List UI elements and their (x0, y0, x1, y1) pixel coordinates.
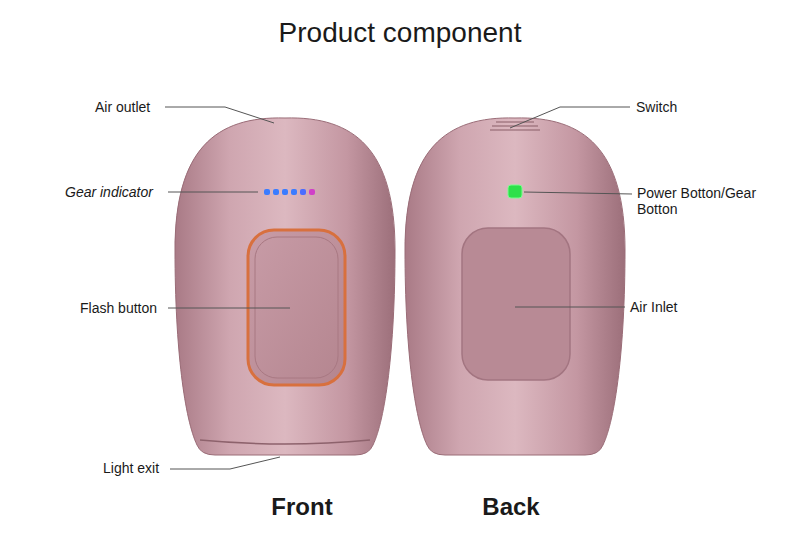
front-device-body (175, 118, 395, 455)
leader-lines (165, 107, 632, 469)
gear-dot (300, 189, 306, 195)
part-label: Power Botton/Gear Botton (637, 185, 777, 217)
leader-line (168, 192, 258, 193)
view-label: Front (271, 492, 332, 522)
leader-line (524, 192, 632, 194)
view-label: Back (482, 492, 539, 522)
part-label: Light exit (103, 459, 159, 477)
gear-dot (282, 189, 288, 195)
vent-line (490, 129, 540, 130)
diagram-title: Product component (279, 16, 522, 50)
leader-line (165, 107, 274, 123)
gear-dot (291, 189, 297, 195)
part-label: Air Inlet (630, 298, 677, 316)
part-label: Flash button (80, 299, 157, 317)
leader-line (515, 307, 625, 308)
part-label: Air outlet (95, 98, 150, 116)
leader-line (510, 107, 630, 128)
gear-dot (273, 189, 279, 195)
back-device-body (405, 118, 625, 455)
leader-line (170, 457, 280, 469)
gear-dot (264, 189, 270, 195)
front-light-exit-rim (200, 440, 370, 444)
part-label: Switch (636, 98, 677, 116)
air-inlet (462, 228, 570, 380)
leader-line (168, 308, 290, 309)
vent-line (496, 121, 534, 122)
gear-dot (309, 189, 315, 195)
part-label: Gear indicator (65, 183, 153, 201)
gear-indicator-dots (264, 189, 315, 195)
power-led (508, 185, 522, 198)
